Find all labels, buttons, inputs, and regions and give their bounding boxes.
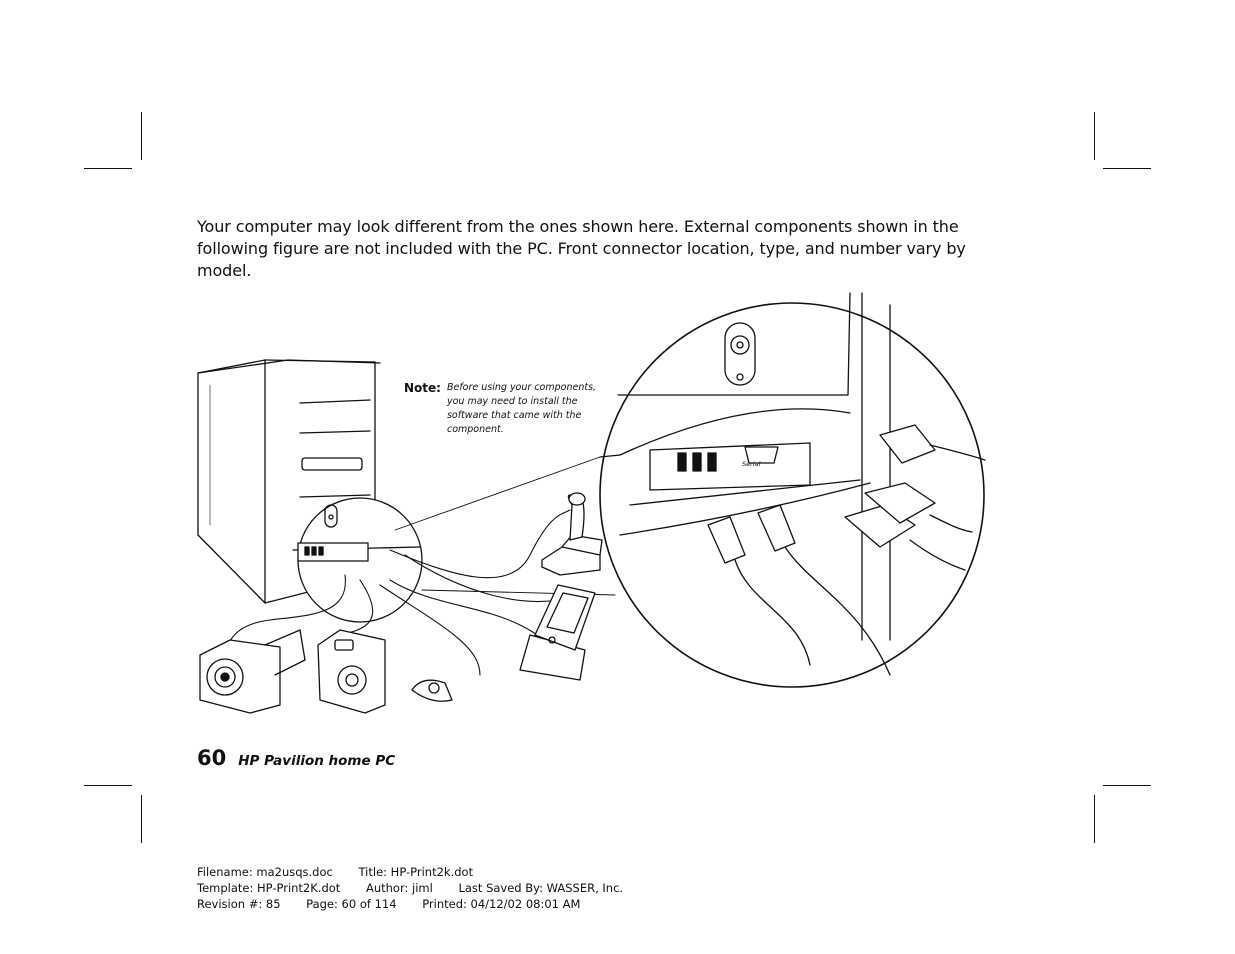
intro-paragraph: Your computer may look different from th… — [197, 217, 966, 280]
card-reader-drawing — [411, 679, 453, 702]
book-title: HP Pavilion home PC — [238, 753, 396, 769]
note-text: Before using your components, you may ne… — [446, 382, 597, 435]
crop-mark — [84, 168, 132, 169]
crop-mark — [1103, 785, 1151, 786]
metadata-printed: Printed: 04/12/02 08:01 AM — [422, 897, 581, 911]
metadata-page: Page: 60 of 114 — [306, 897, 397, 911]
crop-mark — [141, 795, 142, 843]
note-callout: Note: Before using your components, you … — [404, 381, 614, 437]
page-footer: 60 HP Pavilion home PC — [197, 746, 395, 770]
metadata-row: Template: HP-Print2K.dot Author: jiml La… — [197, 880, 645, 896]
crop-mark — [84, 785, 132, 786]
pc-tower-drawing — [197, 359, 423, 623]
metadata-author: Author: jiml — [365, 881, 433, 895]
connector-illustration: Serial — [197, 292, 986, 714]
metadata-title: Title: HP-Print2k.dot — [358, 865, 474, 879]
metadata-template: Template: HP-Print2K.dot — [197, 881, 341, 895]
metadata-row: Revision #: 85 Page: 60 of 114 Printed: … — [197, 896, 645, 912]
metadata-last-saved: Last Saved By: WASSER, Inc. — [458, 881, 624, 895]
crop-mark — [1094, 795, 1095, 843]
pda-drawing — [519, 584, 596, 681]
metadata-row: Filename: ma2usqs.doc Title: HP-Print2k.… — [197, 864, 645, 880]
note-label: Note: — [404, 381, 441, 395]
crop-mark — [141, 112, 142, 160]
crop-mark — [1103, 168, 1151, 169]
zoom-detail-drawing — [599, 292, 986, 688]
document-metadata: Filename: ma2usqs.doc Title: HP-Print2k.… — [197, 864, 645, 912]
joystick-drawing — [541, 492, 603, 576]
metadata-filename: Filename: ma2usqs.doc — [197, 865, 333, 879]
metadata-revision: Revision #: 85 — [197, 897, 281, 911]
page-number: 60 — [197, 746, 227, 770]
camera-drawing — [317, 629, 386, 714]
crop-mark — [1094, 112, 1095, 160]
serial-port-label: Serial — [742, 460, 761, 468]
camcorder-drawing — [199, 629, 306, 714]
